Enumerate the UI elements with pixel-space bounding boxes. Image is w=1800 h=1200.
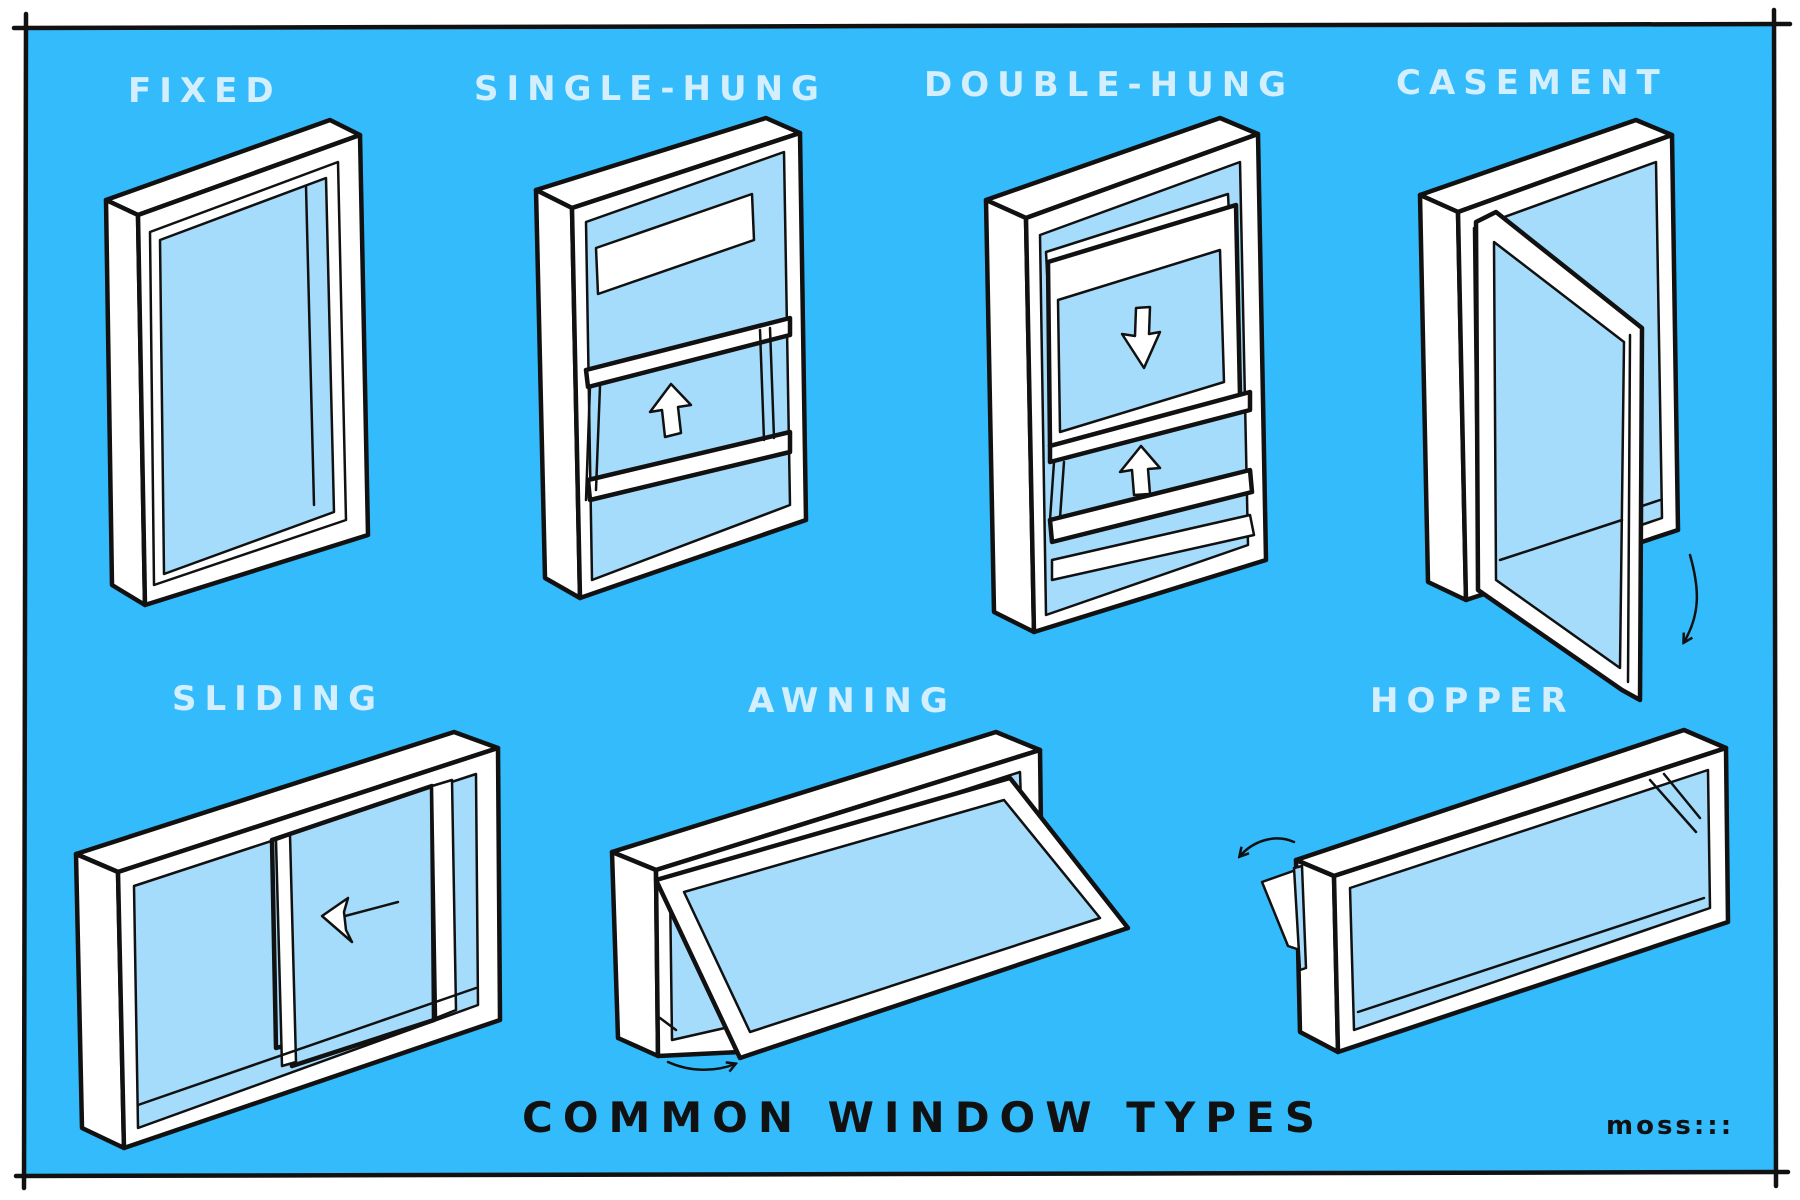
label-casement: CASEMENT — [1396, 63, 1668, 103]
sketch-border — [11, 7, 1793, 1191]
single-hung-window-icon — [533, 115, 809, 601]
sliding-window-icon — [73, 729, 503, 1151]
casement-window-icon — [1417, 117, 1699, 703]
label-double-hung: DOUBLE-HUNG — [924, 65, 1294, 105]
label-single-hung: SINGLE-HUNG — [474, 69, 827, 109]
artist-signature: moss::: — [1606, 1111, 1734, 1141]
hopper-window-icon — [1240, 727, 1731, 1055]
awning-window-icon — [609, 729, 1131, 1070]
label-hopper: HOPPER — [1370, 681, 1575, 721]
label-awning: AWNING — [748, 681, 956, 721]
label-sliding: SLIDING — [172, 679, 384, 719]
double-hung-window-icon — [983, 115, 1269, 635]
fixed-window-icon — [103, 117, 371, 608]
label-fixed: FIXED — [128, 71, 282, 111]
page-title: COMMON WINDOW TYPES — [522, 1093, 1325, 1142]
